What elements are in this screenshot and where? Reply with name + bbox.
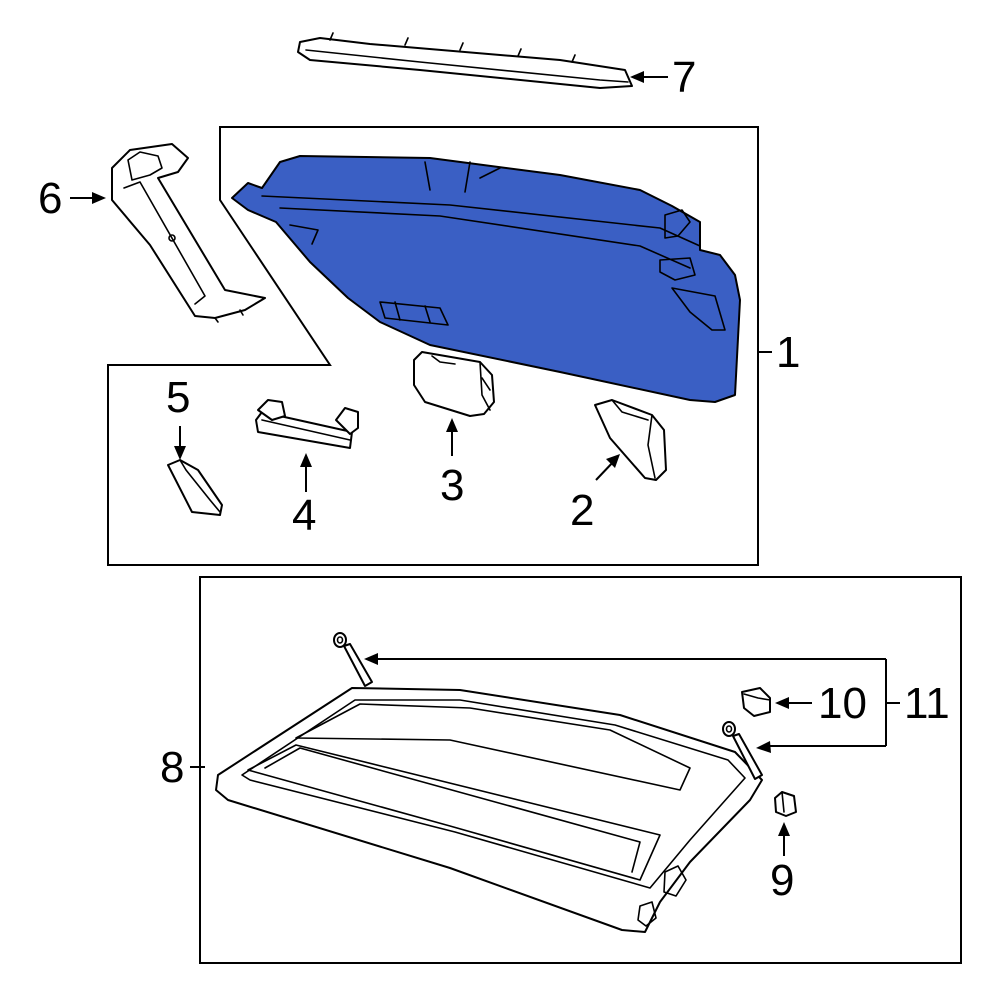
part-4-pull-handle[interactable] bbox=[255, 399, 359, 449]
part-6-pillar-trim[interactable] bbox=[111, 143, 266, 323]
callout-9: 9 bbox=[770, 822, 794, 905]
callout-label-9: 9 bbox=[770, 856, 794, 905]
part-11-support-strap-left[interactable] bbox=[333, 632, 373, 687]
part-2-end-cap[interactable] bbox=[594, 399, 667, 481]
lower-group-frame bbox=[199, 576, 962, 964]
callout-label-2: 2 bbox=[570, 486, 594, 535]
callout-label-4: 4 bbox=[292, 491, 316, 540]
upper-group-frame bbox=[107, 126, 759, 566]
callout-label-8: 8 bbox=[160, 743, 184, 792]
callout-5: 5 bbox=[166, 373, 190, 460]
callout-11: 11 bbox=[364, 653, 950, 753]
callout-4: 4 bbox=[292, 453, 316, 540]
callout-3: 3 bbox=[440, 418, 464, 510]
part-11-support-strap-right[interactable] bbox=[722, 721, 763, 780]
part-10-retainer-clip[interactable] bbox=[741, 687, 771, 717]
part-1-liftgate-panel[interactable] bbox=[231, 155, 741, 403]
part-7-trim-strip[interactable] bbox=[297, 32, 633, 89]
callout-10: 10 bbox=[775, 679, 867, 728]
part-8-luggage-cover[interactable] bbox=[215, 687, 763, 933]
callout-7: 7 bbox=[630, 53, 696, 102]
part-9-bumper-stop[interactable] bbox=[774, 791, 797, 817]
callout-6: 6 bbox=[38, 174, 106, 223]
callout-label-1: 1 bbox=[776, 328, 800, 377]
callout-label-7: 7 bbox=[672, 53, 696, 102]
callout-label-11: 11 bbox=[904, 679, 950, 728]
callout-2: 2 bbox=[570, 454, 620, 535]
callout-label-3: 3 bbox=[440, 461, 464, 510]
part-3-cover-cap[interactable] bbox=[413, 351, 495, 417]
callout-8: 8 bbox=[160, 743, 205, 792]
callout-1: 1 bbox=[758, 328, 800, 377]
callout-label-10: 10 bbox=[818, 679, 867, 728]
callout-label-5: 5 bbox=[166, 373, 190, 422]
callout-label-6: 6 bbox=[38, 174, 62, 223]
part-5-trim-clip[interactable] bbox=[167, 459, 223, 516]
